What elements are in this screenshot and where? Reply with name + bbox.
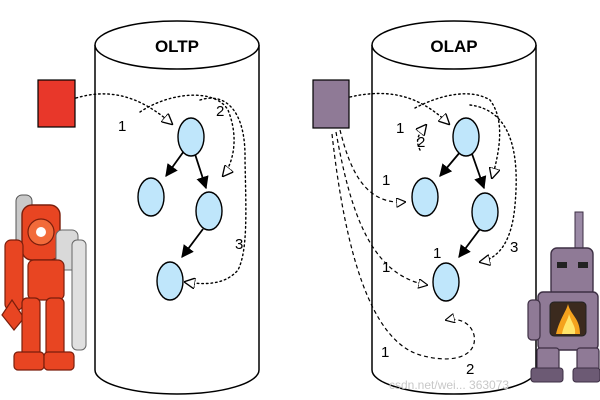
olap-node-left	[411, 177, 439, 217]
olap-node-leaf	[432, 262, 460, 302]
oltp-edge-root-right	[193, 150, 209, 190]
oltp-edge-right-child	[181, 228, 204, 259]
furnace-robot-icon	[527, 211, 600, 383]
olap-label-3: 3	[510, 239, 518, 256]
oltp-source-block	[37, 79, 76, 128]
olap-title: OLAP	[430, 37, 477, 56]
oltp-label-2: 2	[216, 103, 224, 120]
olap-label-1c: 1	[382, 259, 390, 276]
oltp-edge-root-left	[165, 150, 185, 178]
watermark: csdn.net/wei... 363073	[389, 378, 509, 392]
olap-label-2a: 2	[417, 134, 425, 151]
olap-path-leaf-2	[331, 133, 476, 360]
oltp-label-1: 1	[118, 118, 126, 135]
olap-edge-root-left	[439, 150, 462, 177]
olap-path-right	[414, 93, 501, 178]
oltp-label-3: 3	[235, 236, 243, 253]
olap-path-left	[339, 129, 405, 202]
olap-path-leaf-1	[335, 131, 427, 285]
oltp-path-3	[185, 97, 247, 283]
olap-edge-right-child	[458, 228, 481, 259]
oltp-node-left	[137, 177, 165, 217]
oltp-path-2	[139, 94, 235, 176]
olap-label-1e: 1	[381, 344, 389, 361]
olap-source-block	[312, 79, 350, 129]
olap-label-1d: 1	[433, 245, 441, 262]
oltp-node-root	[177, 117, 205, 157]
olap-node-right	[471, 192, 499, 232]
olap-node-root	[452, 117, 480, 157]
olap-label-2b: 2	[466, 361, 474, 378]
olap-path-right-leaf	[469, 104, 517, 262]
oltp-node-leaf	[156, 261, 184, 301]
oltp-cylinder	[94, 20, 260, 395]
olap-cylinder	[371, 20, 537, 395]
robot-icon	[1, 194, 87, 371]
olap-path-left-up	[418, 125, 426, 151]
olap-label-1a: 1	[396, 120, 404, 137]
oltp-node-right	[195, 191, 223, 231]
olap-edge-root-right	[470, 150, 487, 190]
oltp-path-1	[75, 93, 172, 124]
olap-label-1b: 1	[382, 172, 390, 189]
oltp-title: OLTP	[155, 37, 199, 56]
